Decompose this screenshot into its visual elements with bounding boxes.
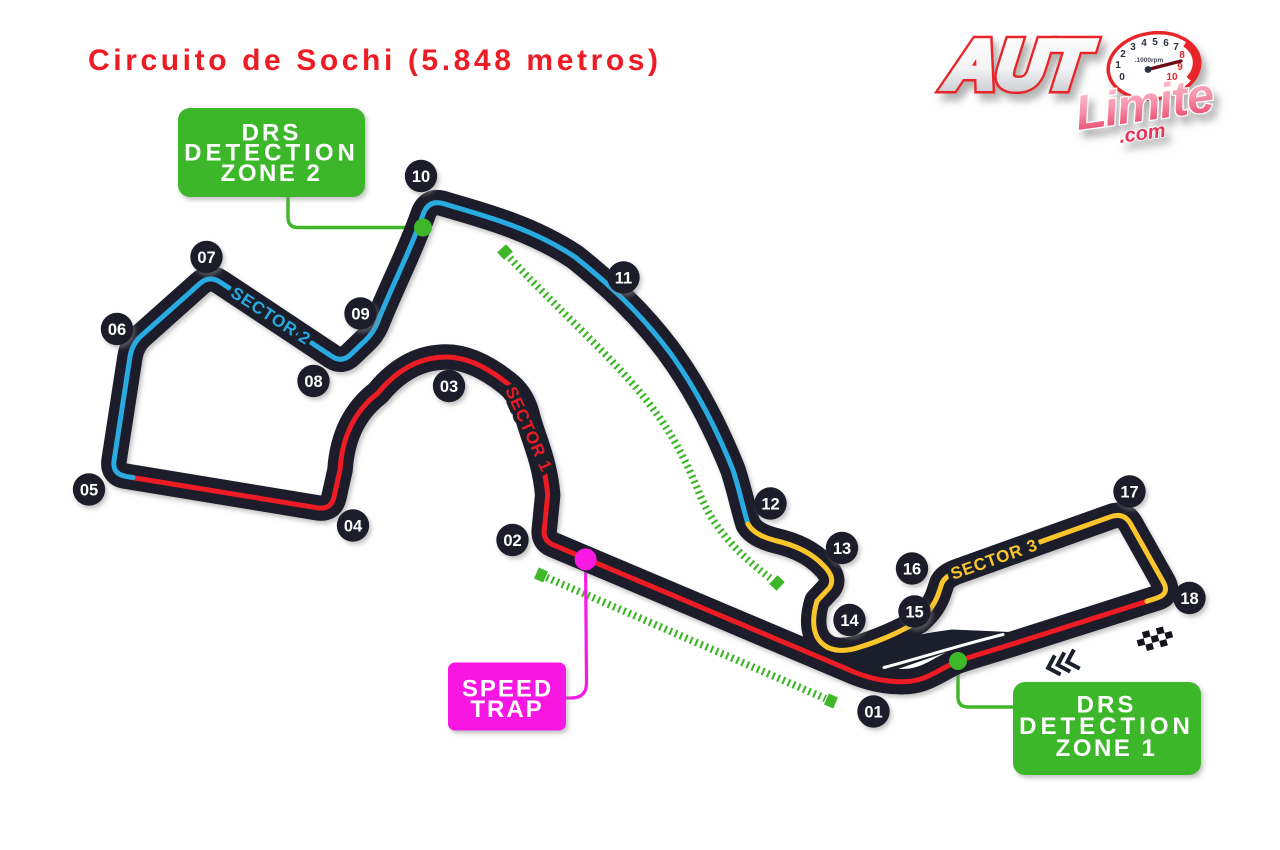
svg-text:12: 12: [761, 496, 779, 514]
svg-text:02: 02: [503, 532, 521, 550]
svg-text:2: 2: [1120, 49, 1126, 60]
svg-text:05: 05: [80, 482, 98, 500]
svg-text:09: 09: [351, 306, 369, 324]
svg-text:04: 04: [344, 518, 363, 536]
svg-text:ZONE 1: ZONE 1: [1056, 735, 1158, 762]
svg-text:DETECTION: DETECTION: [184, 140, 359, 167]
svg-text:SPEED: SPEED: [462, 676, 553, 703]
svg-text:01: 01: [864, 704, 882, 722]
svg-text:13: 13: [833, 540, 851, 558]
svg-text:Circuito de Sochi (5.848 metro: Circuito de Sochi (5.848 metros): [88, 44, 662, 77]
svg-text:DRS: DRS: [1077, 692, 1137, 719]
svg-text:8: 8: [1179, 50, 1185, 61]
svg-text:1: 1: [1115, 60, 1121, 71]
svg-text:AUT: AUT: [941, 27, 1097, 103]
svg-text:5: 5: [1152, 37, 1158, 48]
svg-text:TRAP: TRAP: [470, 696, 543, 723]
svg-text:10: 10: [412, 168, 430, 186]
svg-text:07: 07: [197, 249, 215, 267]
svg-text:17: 17: [1120, 484, 1138, 502]
svg-text:16: 16: [903, 561, 921, 579]
svg-text:3: 3: [1130, 42, 1136, 53]
svg-text:7: 7: [1173, 42, 1179, 53]
svg-text:03: 03: [440, 378, 458, 396]
svg-text:0: 0: [1119, 72, 1125, 83]
svg-text:08: 08: [304, 373, 322, 391]
svg-text:AUT: AUT: [941, 27, 1097, 103]
svg-text:9: 9: [1177, 62, 1183, 73]
svg-text:06: 06: [108, 321, 126, 339]
svg-text:14: 14: [840, 612, 859, 630]
svg-text:10: 10: [1166, 72, 1178, 83]
svg-text:DETECTION: DETECTION: [1019, 713, 1194, 740]
svg-text:ZONE 2: ZONE 2: [221, 160, 323, 187]
svg-text:15: 15: [905, 604, 923, 622]
svg-text:.1000rpm: .1000rpm: [1135, 57, 1164, 64]
svg-text:4: 4: [1141, 38, 1147, 49]
svg-text:6: 6: [1163, 38, 1169, 49]
svg-text:11: 11: [615, 270, 632, 288]
svg-text:SECTOR 2: SECTOR 2: [227, 283, 314, 349]
svg-text:DRS: DRS: [242, 120, 302, 147]
svg-text:18: 18: [1180, 590, 1198, 608]
